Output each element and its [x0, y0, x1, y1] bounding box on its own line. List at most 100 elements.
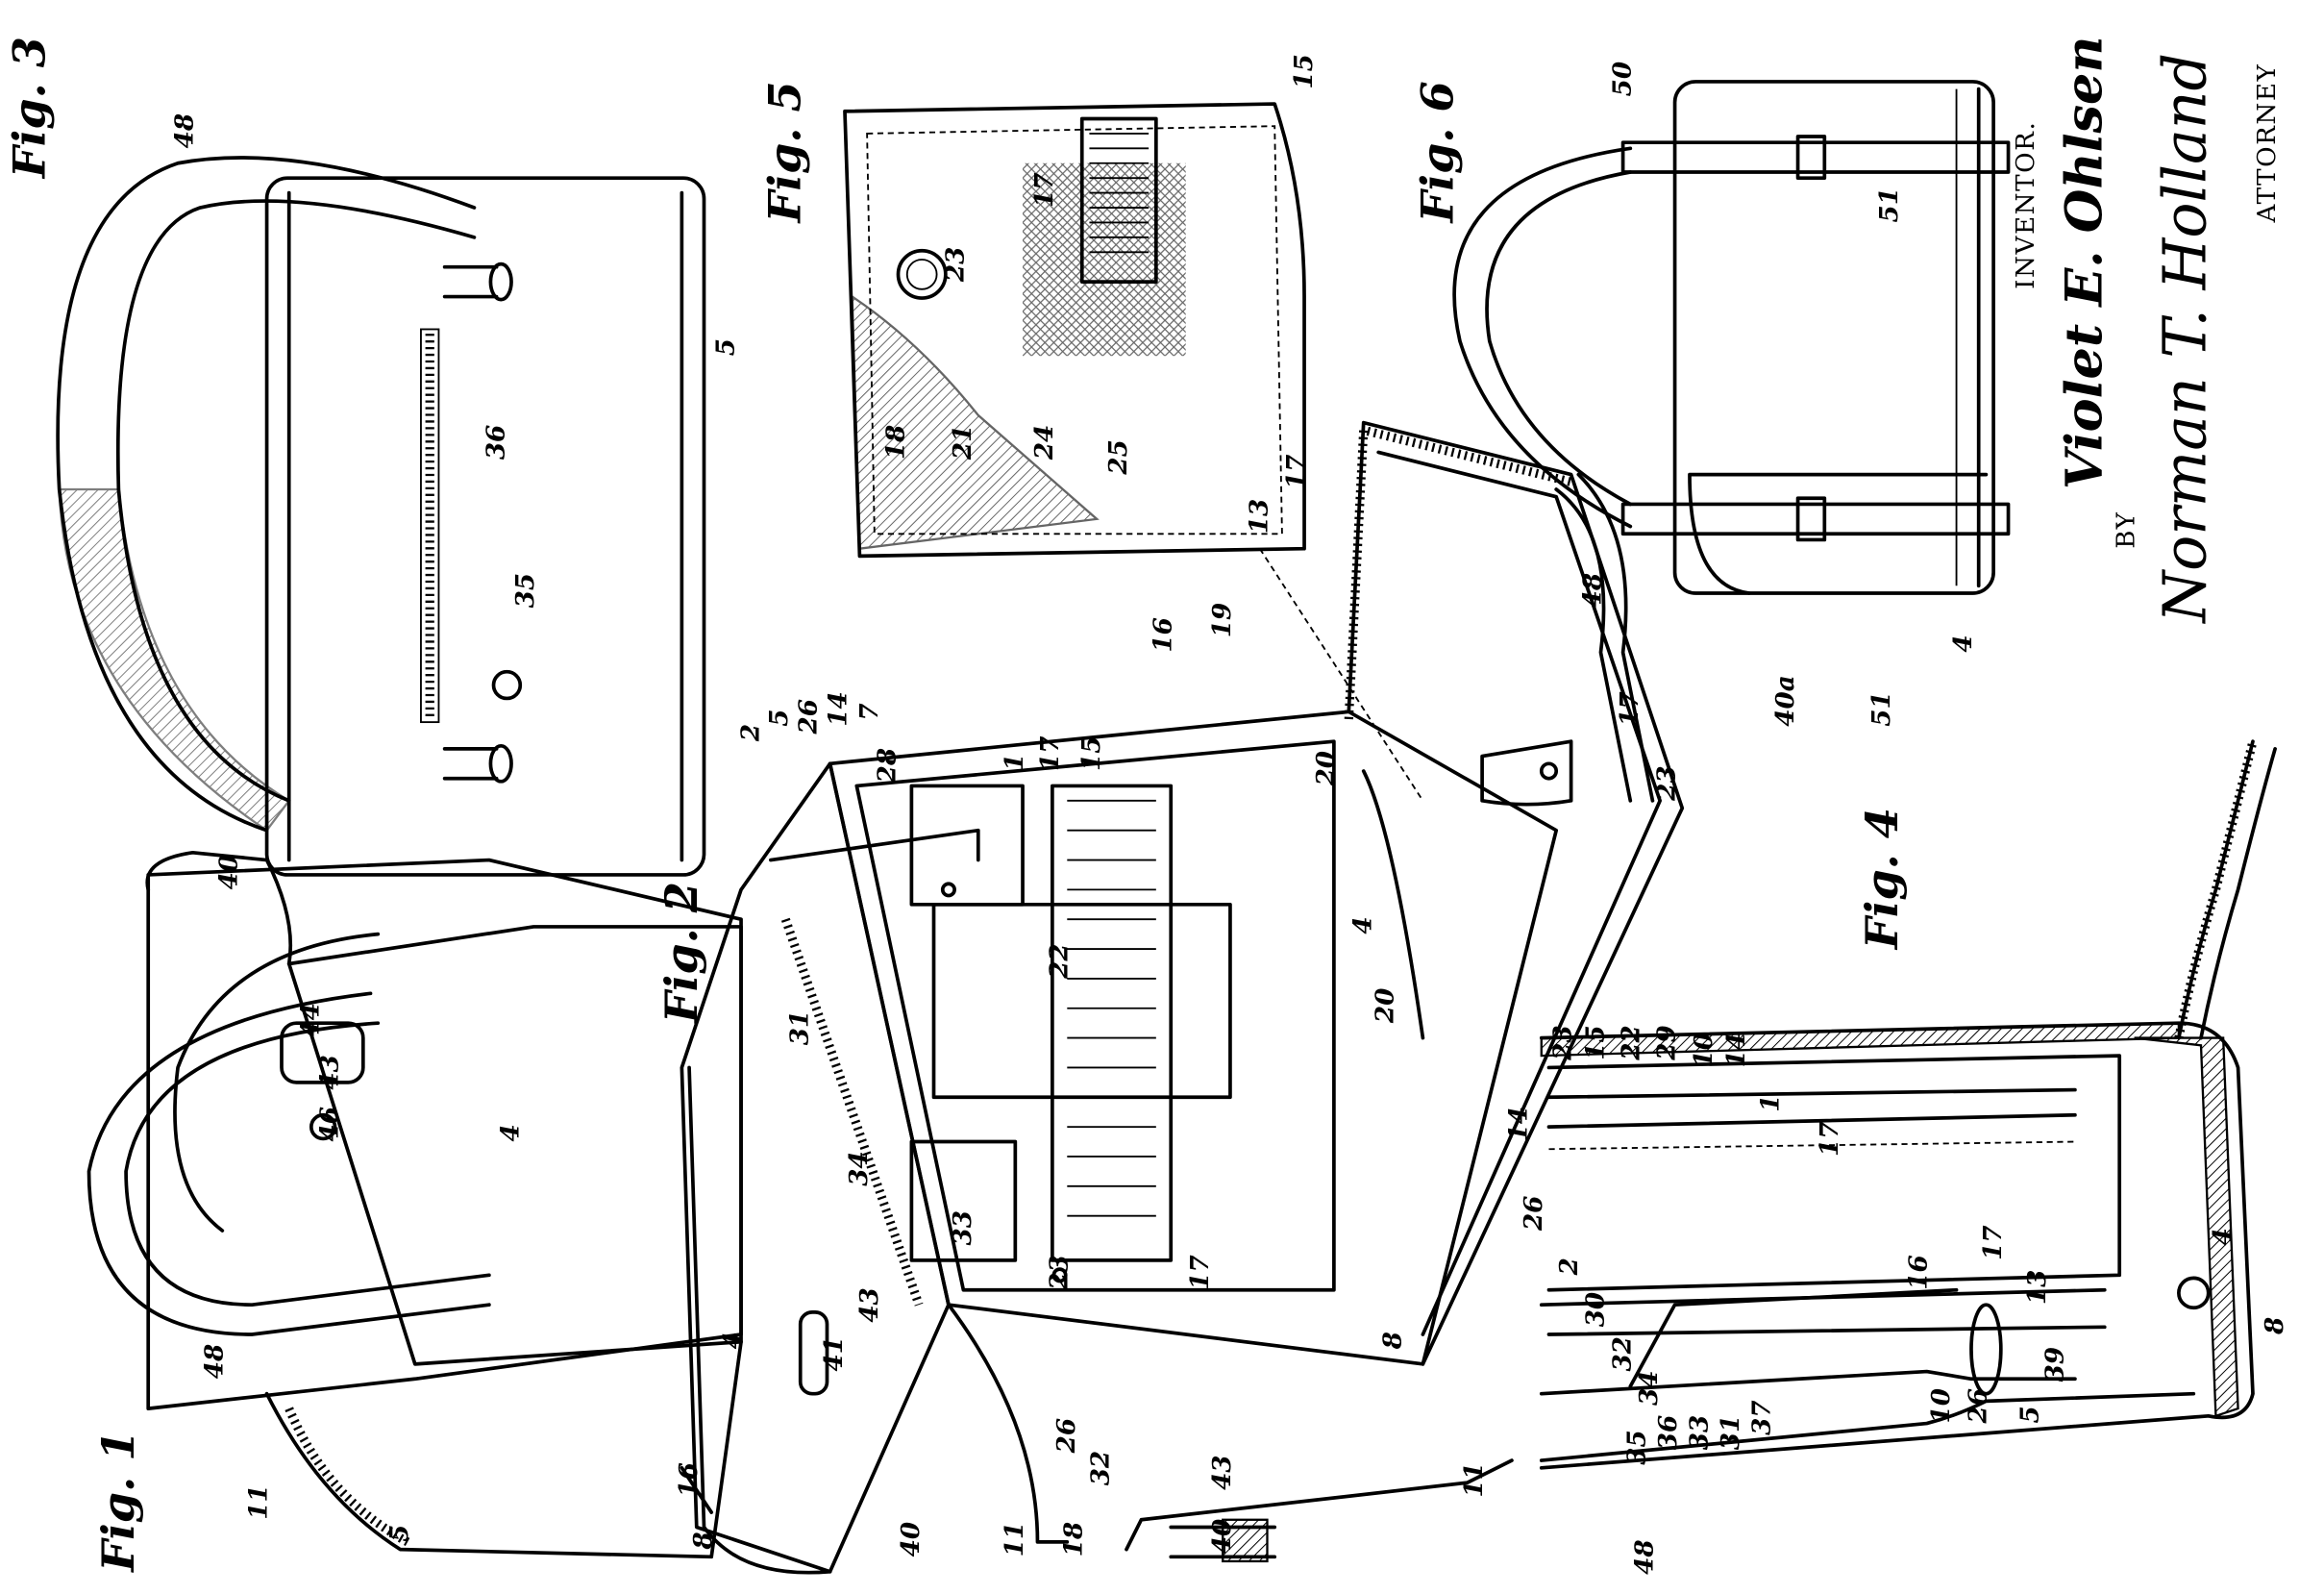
- fig2-reference-numeral: 1: [1000, 754, 1029, 771]
- fig1-reference-numeral: 8: [688, 1532, 718, 1550]
- fig1-reference-numeral: 5: [384, 1525, 414, 1542]
- fig6-reference-numeral: 51: [1874, 187, 1904, 222]
- fig4-reference-numeral: 17: [1978, 1225, 2008, 1259]
- inventor-label: INVENTOR.: [2012, 121, 2040, 289]
- figure-2-label: Fig. 2: [655, 882, 707, 1025]
- fig1-reference-numeral: 46: [315, 1107, 345, 1141]
- fig2-reference-numeral: 19: [1207, 603, 1237, 637]
- fig5-reference-numeral: 23: [940, 247, 970, 283]
- fig2-reference-numeral: 20: [1311, 751, 1341, 786]
- fig2-reference-numeral: 34: [844, 1151, 874, 1185]
- fig5-reference-numeral: 18: [881, 425, 911, 460]
- fig1-reference-numeral: 4: [718, 1332, 748, 1349]
- fig3-reference-numeral: 36: [481, 425, 510, 460]
- fig4-reference-numeral: 10: [1689, 1033, 1718, 1067]
- inventor-name: Violet E. Ohlsen: [2056, 37, 2114, 489]
- fig4-reference-numeral: 37: [1746, 1400, 1776, 1434]
- fig4-reference-numeral: 10: [1926, 1388, 1956, 1423]
- fig4-reference-numeral: 30: [1581, 1292, 1611, 1327]
- fig2-reference-numeral: 15: [1076, 736, 1106, 771]
- fig2-reference-numeral: 20: [1371, 988, 1400, 1024]
- fig4-reference-numeral: 1: [1756, 1094, 1786, 1111]
- figure-6-label: Fig. 6: [1411, 81, 1463, 224]
- fig4-reference-numeral: 11: [1459, 1462, 1489, 1497]
- fig2-reference-numeral: 2: [736, 724, 766, 742]
- fig2-reference-numeral: 31: [784, 1010, 814, 1045]
- fig2-reference-numeral: 17: [1615, 691, 1644, 726]
- fig4-reference-numeral: 31: [1716, 1415, 1745, 1450]
- fig6-reference-numeral: 51: [1867, 691, 1896, 726]
- figure-3-handbag-side-view: [56, 156, 706, 877]
- fig2-reference-numeral: 43: [854, 1287, 884, 1322]
- fig4-reference-numeral: 14: [1721, 1033, 1751, 1067]
- fig2-reference-numeral: 5: [764, 710, 794, 727]
- fig4-reference-numeral: 17: [1815, 1121, 1844, 1156]
- fig2-reference-numeral: 4: [1347, 916, 1377, 934]
- fig4-reference-numeral: 8: [2260, 1317, 2289, 1335]
- fig3-reference-numeral: 5: [710, 338, 740, 356]
- fig4-reference-numeral: 43: [1207, 1455, 1237, 1489]
- fig2-reference-numeral: 22: [1044, 943, 1074, 979]
- fig1-reference-numeral: 4: [496, 1124, 526, 1141]
- fig4-reference-numeral: 35: [1622, 1430, 1652, 1464]
- fig6-reference-numeral: 4: [1948, 635, 1978, 652]
- fig1-reference-numeral: 48: [199, 1344, 229, 1379]
- fig4-reference-numeral: 15: [1581, 1025, 1611, 1059]
- fig5-reference-numeral: 25: [1103, 439, 1133, 475]
- figure-2-open-handbag-with-compartments: [680, 420, 1685, 1575]
- fig4-reference-numeral: 29: [1652, 1025, 1682, 1060]
- fig2-reference-numeral: 7: [854, 703, 884, 720]
- fig2-reference-numeral: 32: [1085, 1451, 1115, 1485]
- fig4-reference-numeral: 48: [1629, 1539, 1659, 1574]
- fig6-reference-numeral: 50: [1607, 62, 1637, 96]
- fig4-reference-numeral: 26: [1963, 1388, 1992, 1424]
- fig2-reference-numeral: 18: [1059, 1522, 1089, 1557]
- fig2-reference-numeral: 17: [1035, 736, 1065, 771]
- fig2-reference-numeral: 26: [1051, 1418, 1081, 1454]
- fig4-reference-numeral: 22: [1617, 1025, 1646, 1060]
- figure-3-label: Fig. 3: [3, 37, 55, 180]
- fig2-reference-numeral: 41: [819, 1336, 849, 1371]
- fig5-reference-numeral: 15: [1289, 54, 1319, 88]
- fig4-reference-numeral: 4: [2208, 1228, 2237, 1245]
- fig5-reference-numeral: 21: [948, 425, 977, 461]
- fig1-reference-numeral: 44: [296, 1003, 326, 1037]
- fig4-reference-numeral: 23: [1548, 1025, 1578, 1060]
- fig2-reference-numeral: 26: [794, 699, 824, 735]
- figure-5-label: Fig. 5: [759, 81, 811, 224]
- fig4-reference-numeral: 14: [1503, 1107, 1533, 1141]
- fig4-reference-numeral: 13: [2022, 1270, 2052, 1305]
- fig2-reference-numeral: 17: [1185, 1255, 1215, 1289]
- fig1-reference-numeral: 16: [674, 1462, 704, 1497]
- fig3-reference-numeral: 35: [510, 573, 540, 608]
- fig1-reference-numeral: 43: [315, 1055, 345, 1089]
- fig1-reference-numeral: 11: [244, 1484, 274, 1519]
- fig4-reference-numeral: 26: [1519, 1196, 1548, 1232]
- figure-1-label: Fig. 1: [92, 1431, 144, 1574]
- figure-4-label: Fig. 4: [1856, 808, 1908, 951]
- fig2-reference-numeral: 8: [1377, 1332, 1407, 1350]
- fig2-reference-numeral: 28: [872, 748, 902, 784]
- fig1-reference-numeral: 40: [214, 855, 244, 889]
- figure-1-handbag-perspective: [87, 850, 743, 1559]
- fig4-reference-numeral: 2: [1554, 1258, 1584, 1276]
- fig2-reference-numeral: 23: [1044, 1255, 1074, 1290]
- attorney-label: ATTORNEY: [2253, 63, 2282, 224]
- fig2-reference-numeral: 13: [1244, 499, 1273, 534]
- fig2-reference-numeral: 11: [1000, 1522, 1029, 1557]
- fig5-reference-numeral: 17: [1029, 173, 1059, 208]
- fig2-reference-numeral: 33: [948, 1210, 977, 1245]
- figure-4-cross-section: [1125, 739, 2277, 1563]
- fig2-reference-numeral: 17: [1281, 455, 1311, 489]
- figure-5-pocket-detail: [843, 102, 1306, 559]
- attorney-signature: Norman T. Holland: [2151, 53, 2220, 625]
- fig2-reference-numeral: 40: [896, 1522, 926, 1557]
- fig4-reference-numeral: 33: [1684, 1415, 1714, 1450]
- fig4-reference-numeral: 5: [2015, 1406, 2044, 1423]
- fig4-reference-numeral: 32: [1607, 1336, 1637, 1371]
- fig5-reference-numeral: 24: [1029, 425, 1059, 461]
- fig4-reference-numeral: 39: [2040, 1347, 2070, 1382]
- by-label: BY: [2113, 511, 2141, 549]
